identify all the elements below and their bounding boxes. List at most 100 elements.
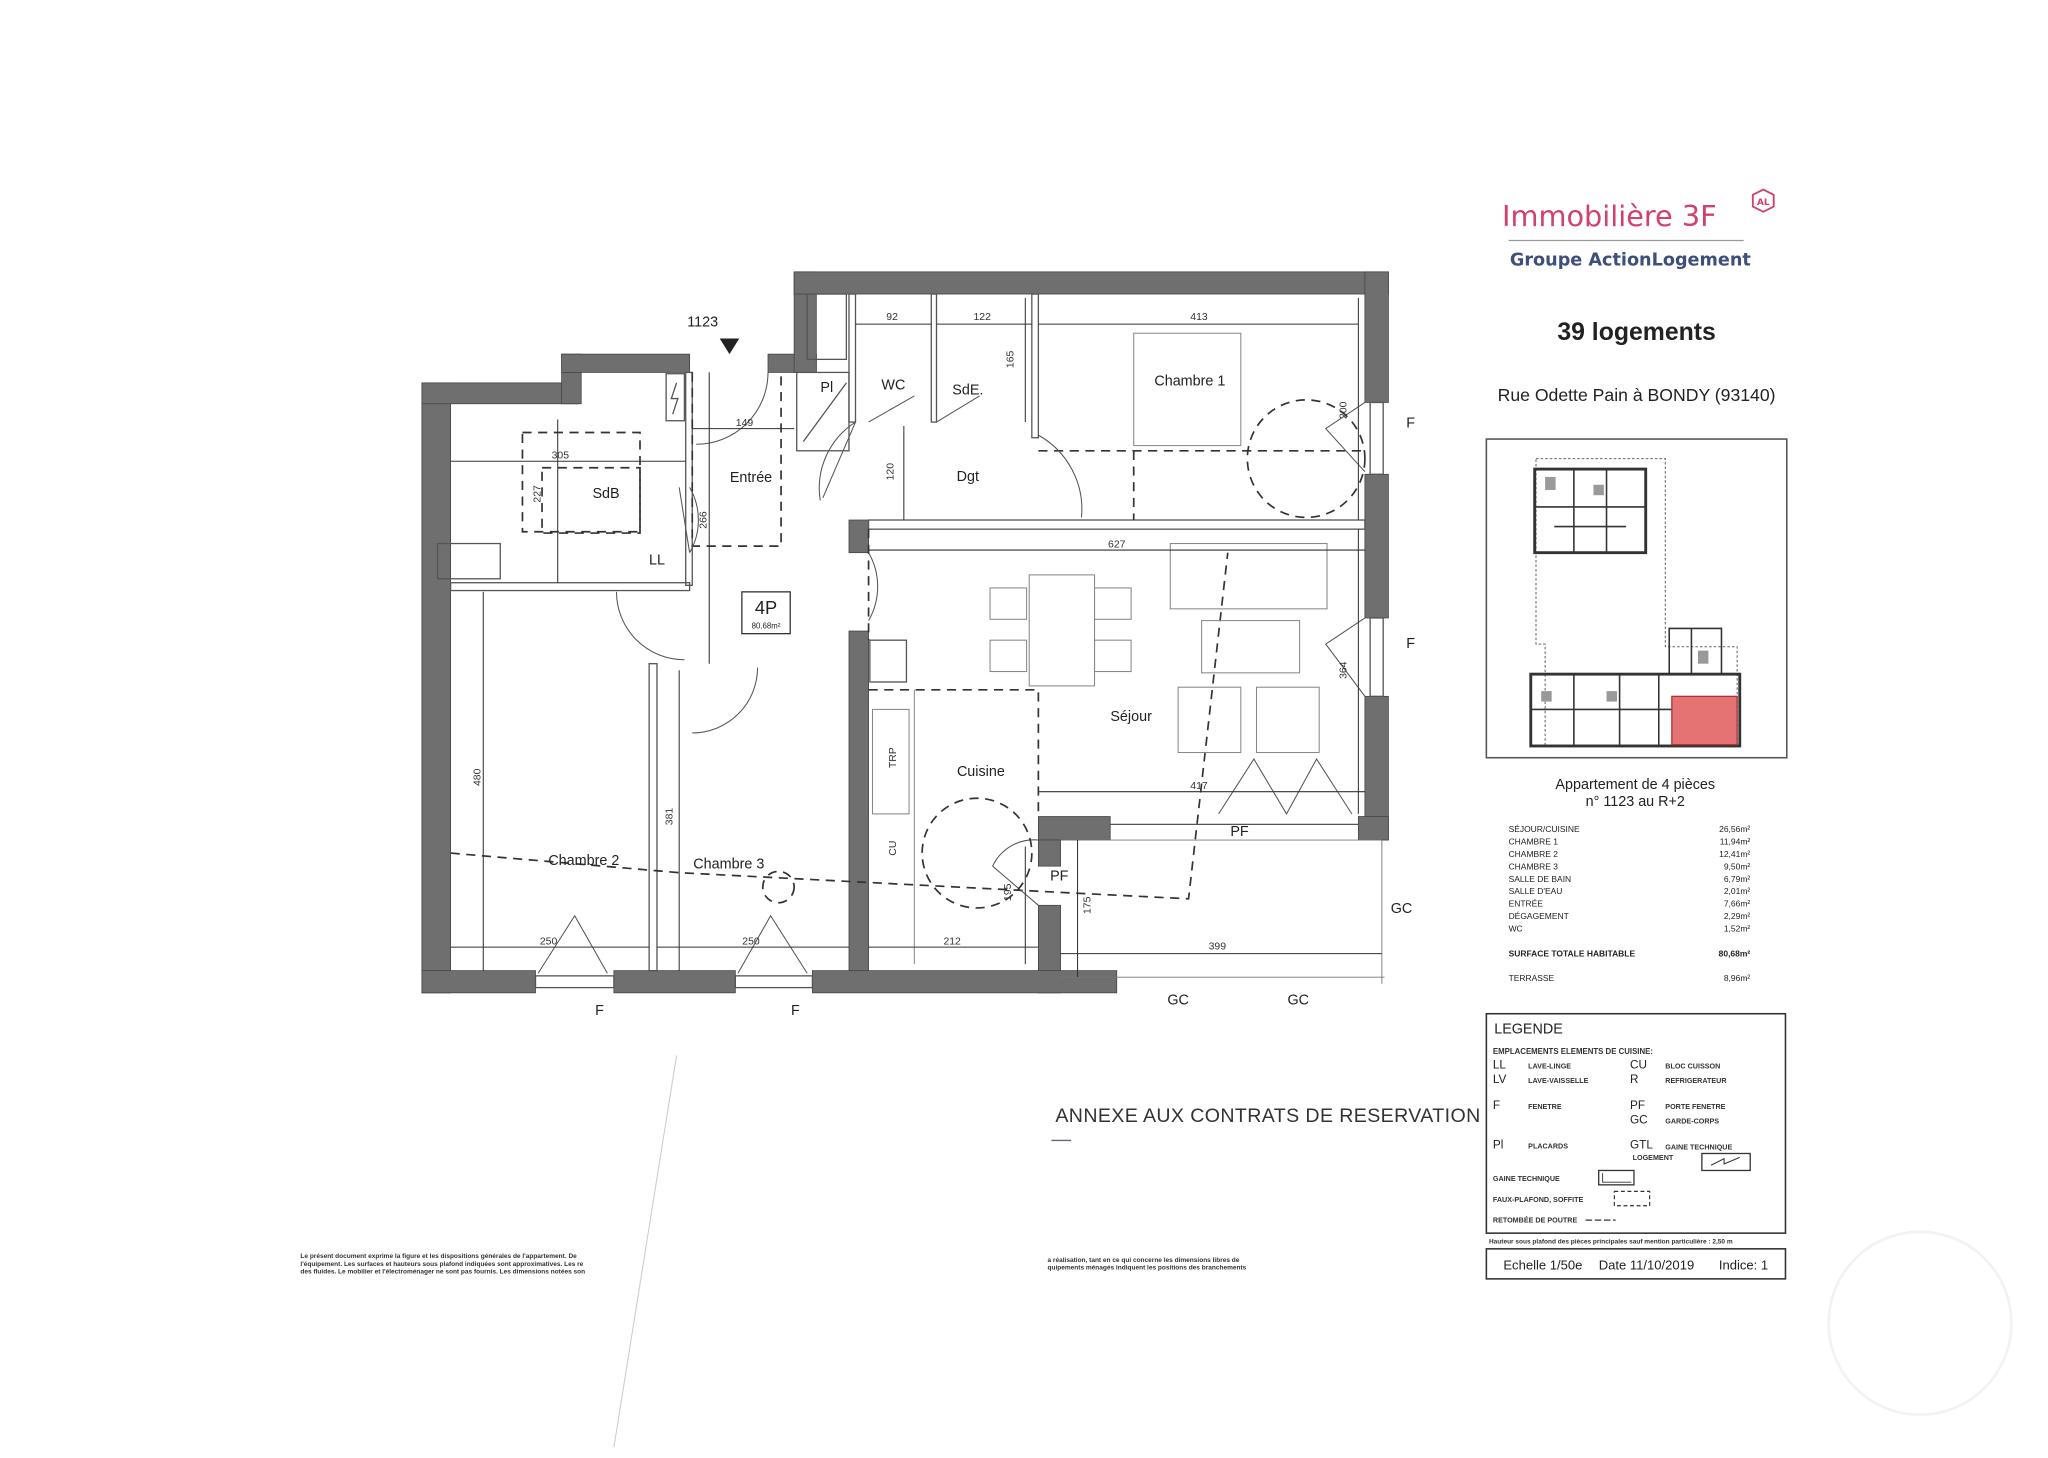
room-labels: Pl WC SdE. Chambre 1 Entrée Dgt SdB LL S… [548,373,1225,872]
legend-label: REFRIGERATEUR [1665,1077,1727,1085]
label-gc-bottom-1: GC [1167,993,1189,1009]
area-value: 6,79m² [1724,874,1751,884]
terrace-value: 8,96m² [1724,973,1751,983]
legend-label: LAVE-LINGE [1528,1063,1571,1071]
room-label-ll: LL [649,552,665,568]
legend-retombee: RETOMBÉE DE POUTRE [1493,1216,1578,1225]
date-label: Date 11/10/2019 [1599,1258,1695,1273]
scan-artifact-line [613,1055,678,1448]
area-room: ENTRÉE [1509,899,1544,909]
index-label: Indice: 1 [1719,1258,1768,1273]
brand-group: Groupe ActionLogement [1510,250,1752,270]
dim-sdb-height: 227 [533,485,544,503]
area-value: 11,94m² [1720,837,1751,847]
apartment-title: Appartement de 4 pièces [1555,777,1715,793]
disclaimer-line: l'équipement. Les surfaces et hauteurs s… [300,1261,583,1268]
dim-sejour-window: 364 [1339,661,1350,679]
dim-entree-width: 149 [736,418,754,429]
legend-code: LL [1493,1059,1507,1072]
exterior-walls [421,271,1389,994]
legend-code: R [1630,1073,1639,1086]
floor-plan: 1123 4P 80.68m² Pl WC SdE. Chambre 1 Ent… [421,271,1415,1019]
site-plan-map [1485,438,1788,759]
dim-chambre2-width: 250 [540,937,558,948]
apartment-type-badge: 4P 80.68m² [741,591,791,635]
project-address: Rue Odette Pain à BONDY (93140) [1498,385,1776,405]
dim-terrasse-width: 399 [1209,942,1227,953]
legend-label: PORTE FENETRE [1665,1103,1725,1111]
legend-label: FENETRE [1528,1103,1562,1111]
legend-code: GC [1630,1113,1648,1126]
disclaimer-line: Le présent document exprime la figure et… [300,1253,577,1260]
dim-cuisine-width: 212 [943,937,961,948]
site-building-north [1533,467,1648,555]
legend-label: GARDE-CORPS [1665,1117,1719,1125]
apartment-number: n° 1123 au R+2 [1586,794,1685,810]
scale-label: Echelle 1/50e [1503,1258,1582,1273]
dim-sde-height: 165 [1006,350,1017,368]
room-label-sejour: Séjour [1110,709,1152,725]
brand-name: Immobilière 3F [1502,199,1717,233]
total-area-value: 80,68m² [1719,948,1751,958]
legend-label: BLOC CUISSON [1665,1063,1720,1071]
room-label-wc: WC [881,377,905,393]
legend-code: PF [1630,1099,1645,1112]
area-room: SALLE D'EAU [1509,886,1563,896]
label-pf-cuisine: PF [1050,869,1069,885]
apartment-summary: Appartement de 4 pièces n° 1123 au R+2 S… [1509,777,1751,983]
dim-wc-width: 92 [886,312,898,323]
legend-title: LEGENDE [1494,1021,1563,1037]
area-room: CHAMBRE 2 [1509,849,1559,859]
dim-terrasse-height: 175 [1083,896,1094,914]
dim-chambre1-window: 200 [1339,401,1350,419]
furniture [871,332,1328,815]
highlighted-apartment [1671,695,1738,746]
entrance-arrow-icon [719,338,740,355]
disclaimer-line: a réalisation, tant en ce qui concerne l… [1048,1257,1240,1264]
room-label-chambre3: Chambre 3 [693,857,764,873]
gaine-symbol-icon [1598,1169,1635,1186]
dim-entree-height: 266 [699,511,710,529]
disclaimer-middle: a réalisation, tant en ce qui concerne l… [1048,1257,1247,1272]
legend-gtl-suffix: LOGEMENT [1633,1154,1674,1162]
soffit-lines [450,372,1365,900]
legend-gaine: GAINE TECHNIQUE [1493,1175,1560,1183]
label-gc-bottom-2: GC [1288,993,1310,1009]
annex-title: ANNEXE AUX CONTRATS DE RESERVATION [1055,1105,1480,1127]
brand-logo: Immobilière 3F AL Groupe ActionLogement [1502,188,1775,270]
dimension-labels: 92 122 165 413 149 305 227 266 120 627 2… [473,312,1350,953]
interior-walls [436,293,1385,984]
area-room: CHAMBRE 3 [1509,861,1559,871]
legend-code: GTL [1630,1138,1653,1151]
watermark-stamp [1827,1230,2013,1417]
project-title: 39 logements [1557,319,1715,346]
opening-labels: F F F F PF PF GC GC GC [595,415,1415,1019]
brand-badge-icon [1751,188,1775,213]
label-f-sejour: F [1406,636,1415,652]
label-pf-sejour: PF [1230,824,1249,840]
ceiling-height-note: Hauteur sous plafond des pièces principa… [1489,1239,1733,1246]
area-value: 7,66m² [1724,899,1751,909]
area-value: 26,56m² [1719,824,1750,834]
dim-chambre1-width: 413 [1190,312,1208,323]
room-label-entree: Entrée [730,470,772,486]
dim-sdb-width: 305 [552,451,570,462]
badge-type: 4P [755,597,777,618]
room-label-chambre1: Chambre 1 [1154,373,1225,389]
area-room: SALLE DE BAIN [1509,874,1572,884]
windows [534,401,1384,989]
brand-badge: AL [1757,198,1770,208]
legend-code: LV [1493,1073,1507,1086]
area-room: SÉJOUR/CUISINE [1509,824,1580,834]
legend-faux-plafond: FAUX-PLAFOND, SOFFITE [1493,1196,1584,1204]
gaine-symbol-glyph-icon [1602,1173,1632,1183]
room-label-sde: SdE. [952,383,983,399]
site-building-south [1529,627,1742,748]
gtl-symbol-glyph-icon [1710,1156,1740,1166]
dim-sde-width: 122 [973,312,991,323]
legend-label: PLACARDS [1528,1142,1568,1150]
label-f-chambre2: F [595,1003,604,1019]
label-gc-right: GC [1391,901,1413,917]
disclaimer-line: des fluides. Le mobilier et l'électromén… [300,1269,585,1276]
